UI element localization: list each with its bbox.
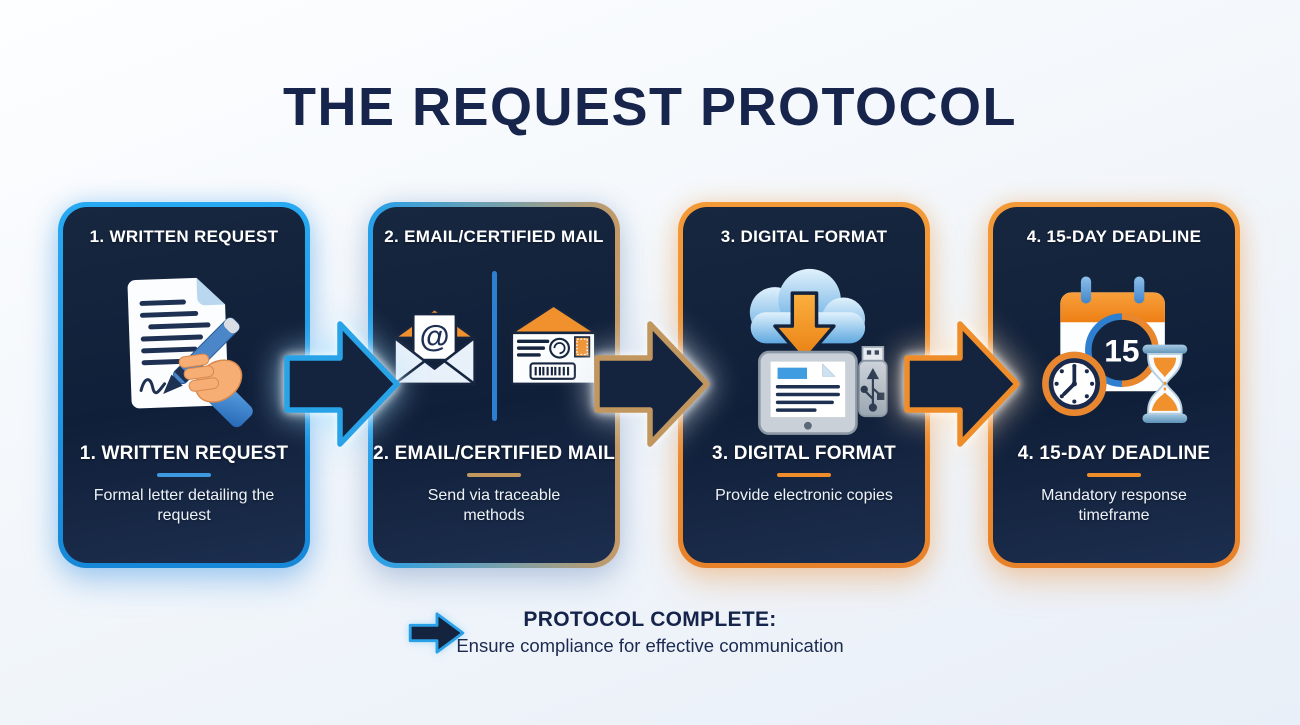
step-description: Mandatory response timeframe [1041,487,1187,525]
step-label: 3. DIGITAL FORMAT [712,443,896,464]
step-label: 2. EMAIL/CERTIFIED MAIL [372,443,616,464]
step-card-15-day-deadline: 4. 15-DAY DEADLINE [988,202,1240,568]
certified-mail-icon [510,304,597,386]
flow-arrow-icon [284,321,400,447]
accent-underline [157,473,211,477]
calendar-clock-hourglass-icon: 15 [1042,276,1188,423]
signature-squiggle [139,378,167,395]
step-header-top: 3. DIGITAL FORMAT [720,227,888,246]
download-arrow-icon [773,291,836,363]
document-signing-icon [127,277,253,428]
step-card-digital-format: 3. DIGITAL FORMAT [678,202,930,568]
flow-arrow-icon [904,321,1020,447]
icon-divider [491,271,497,421]
home-button [804,421,812,430]
step-label: 1. WRITTEN REQUEST [79,443,289,464]
step-header-top: 4. 15-DAY DEADLINE [1026,227,1202,246]
usb-drive-icon [858,346,888,418]
cloud-download-tablet-usb-icon [749,268,888,435]
step-header-top: 2. EMAIL/CERTIFIED MAIL [384,227,604,246]
clock-icon [1042,351,1107,416]
step-description: Provide electronic copies [715,487,893,504]
email-at-icon: @ [392,307,476,386]
page-title: THE REQUEST PROTOCOL [282,77,1018,137]
tablet-icon [758,350,858,435]
arrow-right-icon [408,612,465,654]
step-description: Formal letter detailing the request [93,487,275,525]
footer-heading: PROTOCOL COMPLETE: [523,608,777,631]
step-description: Send via traceable methods [427,487,561,525]
accent-underline [777,473,831,477]
hand-icon [178,353,253,428]
accent-underline [467,473,521,477]
at-symbol: @ [419,319,449,353]
step-header-top: 1. WRITTEN REQUEST [89,227,279,246]
accent-underline [1087,473,1141,477]
step-card-written-request: 1. WRITTEN REQUEST [58,202,310,568]
calendar-day-number: 15 [1104,332,1139,368]
stamp-icon [573,336,590,358]
footer: PROTOCOL COMPLETE: Ensure compliance for… [456,608,843,657]
step-card-email-certified-mail: 2. EMAIL/CERTIFIED MAIL @ [368,202,620,568]
flow-arrow-icon [594,321,710,447]
step-label: 4. 15-DAY DEADLINE [1017,443,1211,464]
postmark-icon [548,337,570,359]
hourglass-icon [1142,344,1188,423]
footer-subheading: Ensure compliance for effective communic… [456,635,844,656]
